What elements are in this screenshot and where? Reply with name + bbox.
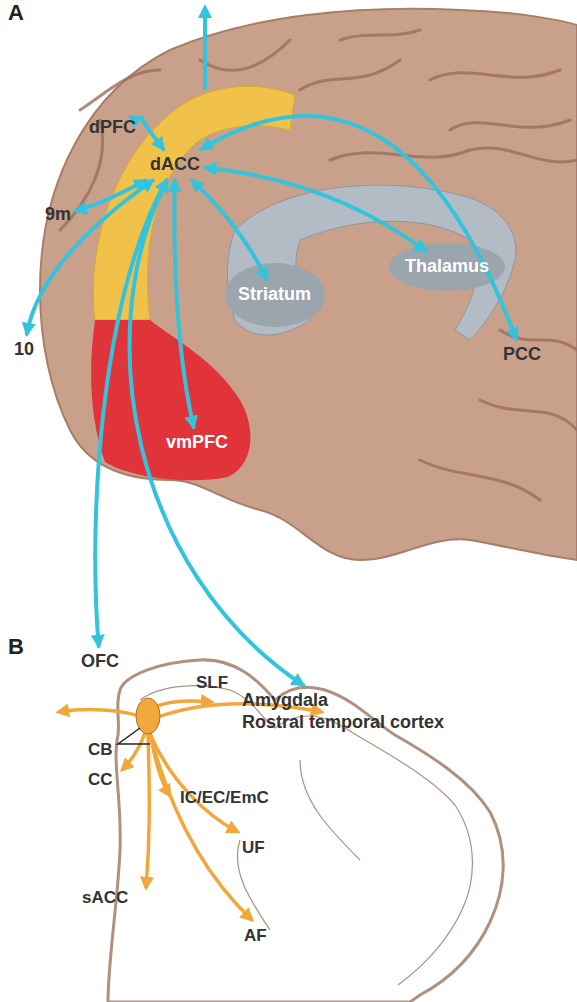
region-name: dACC [150, 154, 200, 176]
region-label: vmPFC [166, 432, 228, 454]
connection-arrow [141, 118, 163, 149]
connection-arrow [174, 181, 193, 427]
connection-arrow [205, 168, 426, 251]
region-label: Striatum [238, 284, 311, 306]
region-label: AmygdalaRostral temporal cortex [242, 690, 444, 733]
region-name: OFC [81, 651, 119, 673]
connection-arrow [130, 181, 303, 685]
tract-label: SLF [196, 673, 228, 693]
connection-arrow [192, 181, 267, 279]
tract-label: UF [242, 838, 265, 858]
region-label: PCC [503, 344, 541, 366]
panel-letter: B [8, 634, 24, 660]
region-name: vmPFC [166, 432, 228, 454]
tract-label: CC [88, 770, 113, 790]
region-label: dPFC [89, 117, 136, 139]
tract-label: AF [244, 926, 267, 946]
region-name: Thalamus [405, 256, 489, 278]
region-name: Amygdala [242, 690, 444, 712]
region-name: 10 [14, 339, 34, 361]
region-name: PCC [503, 344, 541, 366]
region-name: dPFC [89, 117, 136, 139]
region-label: 9m [45, 204, 71, 226]
region-label: dACC [150, 154, 200, 176]
region-label: OFC [81, 651, 119, 673]
tract-label: CB [88, 740, 113, 760]
region-label: Thalamus [405, 256, 489, 278]
region-name: Striatum [238, 284, 311, 306]
region-name: 9m [45, 204, 71, 226]
region-name: Rostral temporal cortex [242, 712, 444, 734]
tract-label: sACC [82, 888, 128, 908]
tract-label: IC/EC/EmC [180, 788, 269, 808]
region-label: 10 [14, 339, 34, 361]
panel-letter: A [8, 0, 24, 26]
connection-arrow [201, 116, 516, 339]
connection-arrow [95, 181, 166, 646]
